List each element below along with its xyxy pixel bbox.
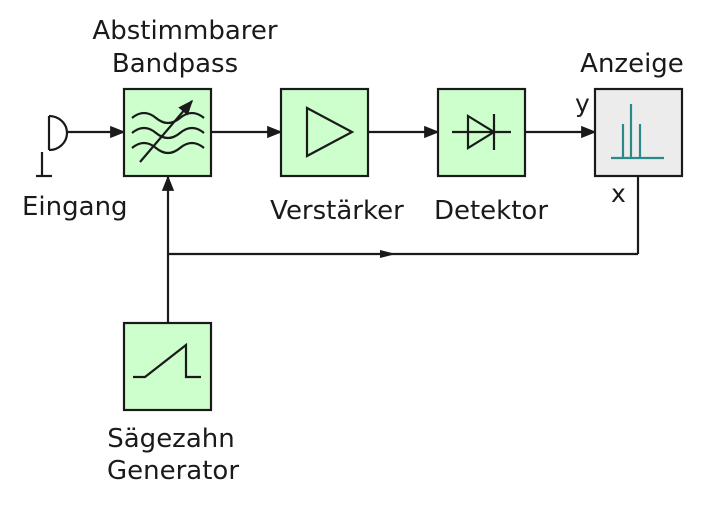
generator-block — [122, 321, 213, 412]
sweep-direction-arrow — [380, 250, 396, 258]
diode-icon — [452, 114, 511, 150]
bandpass-title-line2: Bandpass — [112, 49, 238, 79]
display-y-label: y — [575, 89, 590, 118]
antenna-icon — [36, 114, 69, 178]
bandpass-title-line1: Abstimmbarer — [92, 16, 277, 46]
detector-label: Detektor — [434, 196, 548, 226]
detector-block — [436, 87, 527, 178]
tunable-filter-icon — [131, 99, 205, 163]
amplifier-triangle-icon — [305, 106, 355, 158]
amplifier-block — [279, 87, 370, 178]
display-x-label: x — [611, 179, 626, 208]
bandpass-block — [122, 87, 213, 178]
display-block — [593, 87, 684, 178]
sawtooth-wave-icon — [133, 342, 201, 379]
generator-label-line2: Generator — [107, 456, 239, 486]
display-label: Anzeige — [580, 49, 684, 79]
generator-label-line1: Sägezahn — [107, 424, 234, 454]
input-label: Eingang — [22, 192, 128, 222]
amplifier-label: Verstärker — [270, 196, 404, 226]
spectrum-lines-icon — [611, 104, 664, 160]
